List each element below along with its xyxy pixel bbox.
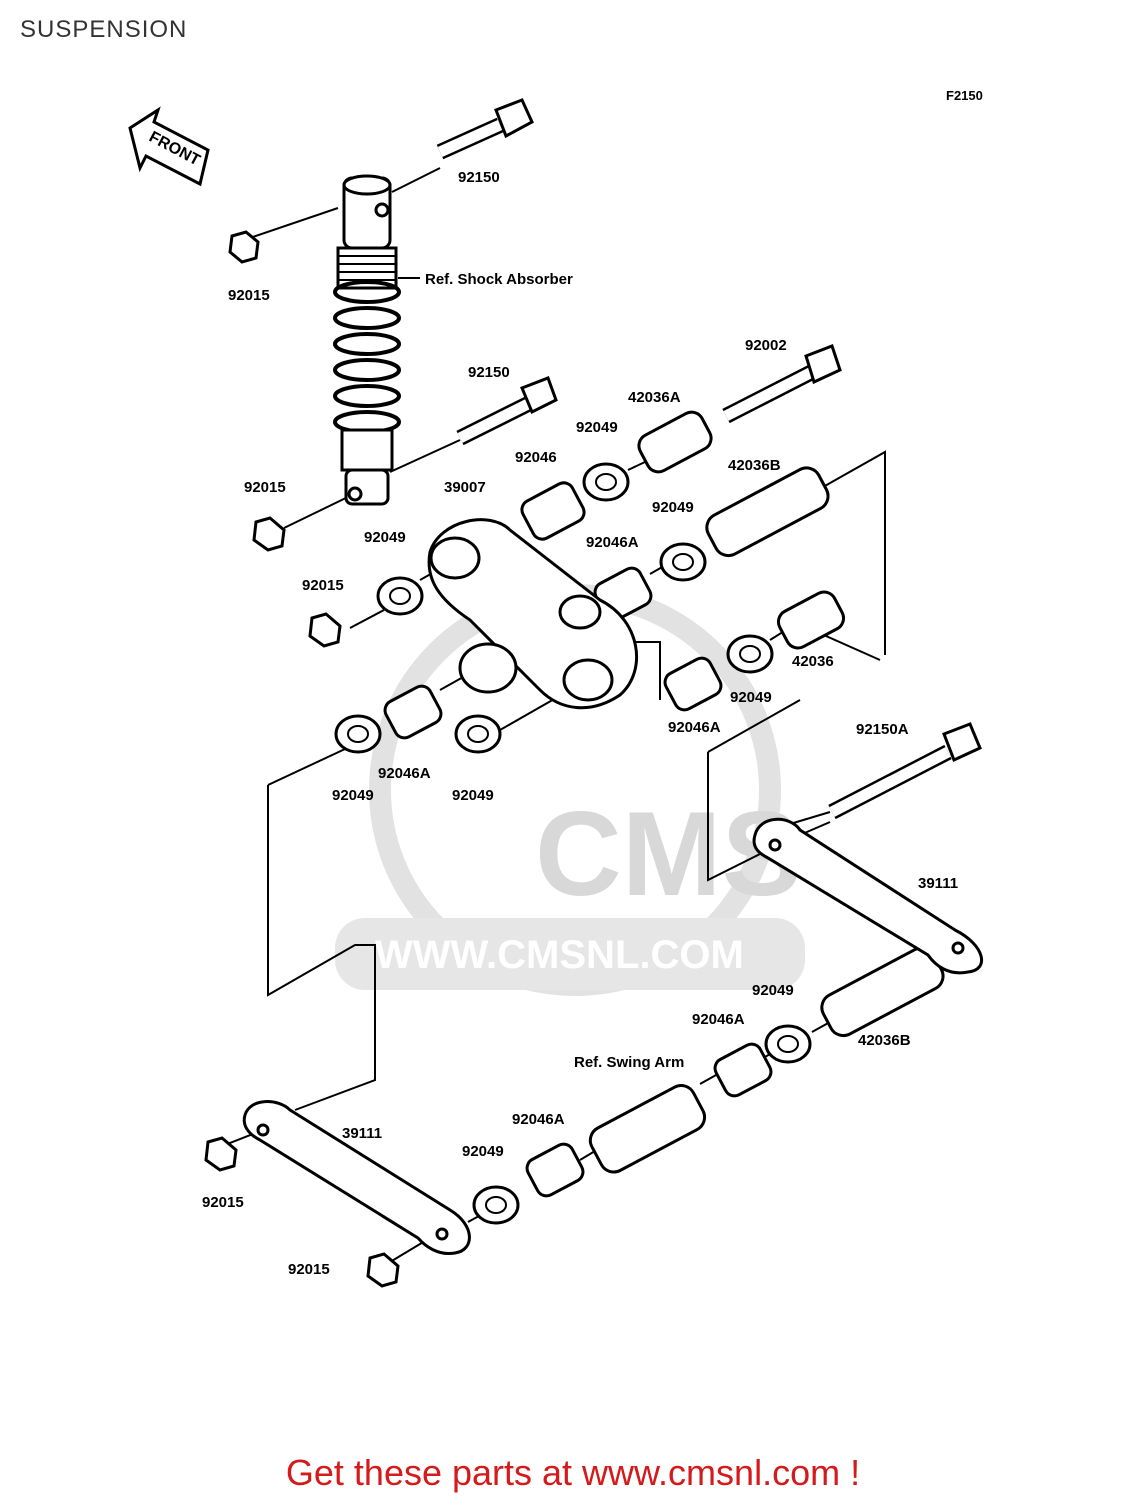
callout-92150: 92150 <box>468 364 510 381</box>
callout-92015: 92015 <box>228 287 270 304</box>
callout-39111: 39111 <box>342 1125 382 1142</box>
watermark-logo: CMS <box>535 787 802 921</box>
page-title: SUSPENSION <box>20 16 188 43</box>
callout-42036A: 42036A <box>628 389 681 406</box>
bolt-92150-top <box>436 98 534 160</box>
swing-arm-tube <box>588 1084 707 1174</box>
callout-42036: 42036 <box>792 653 834 670</box>
ref-swing-arm: Ref. Swing Arm <box>574 1054 684 1071</box>
callout-92046A: 92046A <box>512 1111 565 1128</box>
collar-42036 <box>776 590 846 650</box>
bolt-92150A <box>828 722 982 820</box>
collar-42036B-top <box>705 466 830 558</box>
callout-92150A: 92150A <box>856 721 909 738</box>
figure-code: F2150 <box>946 88 983 103</box>
bolt-92002 <box>722 344 842 424</box>
front-arrow-icon: FRONT <box>128 106 210 187</box>
callout-42036B: 42036B <box>858 1032 911 1049</box>
bolt-92150-mid <box>456 376 558 446</box>
washer-icon <box>334 462 812 1225</box>
callout-92002: 92002 <box>745 337 787 354</box>
callout-92049: 92049 <box>332 787 374 804</box>
callout-92015: 92015 <box>302 577 344 594</box>
nut-icon <box>204 230 400 1288</box>
callout-92049: 92049 <box>462 1143 504 1160</box>
callout-92046A: 92046A <box>586 534 639 551</box>
rocker-arm-39007 <box>427 518 639 710</box>
leader-lines <box>211 167 886 1269</box>
footer-link[interactable]: Get these parts at www.cmsnl.com ! <box>285 1452 861 1493</box>
callout-92049: 92049 <box>652 499 694 516</box>
callout-92015: 92015 <box>244 479 286 496</box>
shock-absorber <box>333 174 420 506</box>
ref-shock-absorber: Ref. Shock Absorber <box>425 271 573 288</box>
callout-92046: 92046 <box>515 449 557 466</box>
callouts: 92150 92015 Ref. Shock Absorber 92150 92… <box>202 169 958 1278</box>
watermark-url: WWW.CMSNL.COM <box>375 933 744 977</box>
callout-92049: 92049 <box>576 419 618 436</box>
callout-92049: 92049 <box>452 787 494 804</box>
callout-92015: 92015 <box>202 1194 244 1211</box>
callout-92049: 92049 <box>364 529 406 546</box>
suspension-diagram: CMS WWW.CMSNL.COM FRONT <box>128 98 984 1288</box>
tie-rod-39111-left <box>242 1100 471 1256</box>
callout-92049: 92049 <box>730 689 772 706</box>
collar-42036A <box>637 410 713 474</box>
callout-92046A: 92046A <box>692 1011 745 1028</box>
tie-rod-39111-right <box>752 817 984 975</box>
callout-39007: 39007 <box>444 479 486 496</box>
callout-92150: 92150 <box>458 169 500 186</box>
callout-92046A: 92046A <box>668 719 721 736</box>
callout-39111: 39111 <box>918 875 958 892</box>
callout-42036B: 42036B <box>728 457 781 474</box>
callout-92046A: 92046A <box>378 765 431 782</box>
callout-92015: 92015 <box>288 1261 330 1278</box>
callout-92049: 92049 <box>752 982 794 999</box>
